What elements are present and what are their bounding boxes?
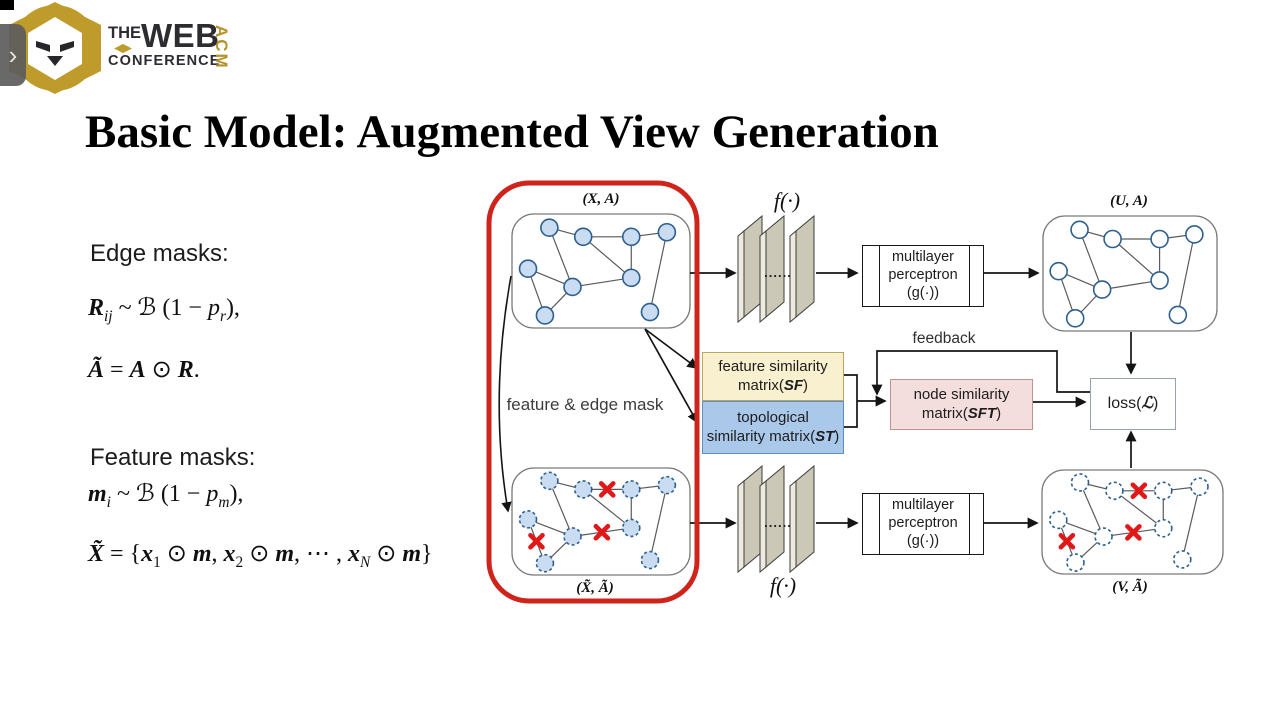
box-line: matrix(SFT) xyxy=(921,404,1002,422)
graph-input-original xyxy=(511,213,691,329)
masked-edge-x-icon xyxy=(528,532,545,550)
mask-curve-arrow xyxy=(498,275,512,513)
logo-acm: ACM xyxy=(212,25,231,70)
encoder-dots-top: ...... xyxy=(764,265,792,280)
graph-label-va: (V, Ã) xyxy=(1112,579,1148,595)
encoder-layers-icon xyxy=(737,464,815,574)
augmentation-highlight-box xyxy=(486,180,700,604)
mlp-line: perceptron xyxy=(888,515,958,532)
mlp-line: (g(·)) xyxy=(906,532,940,549)
feature-similarity-matrix-box: feature similarity matrix(SF) xyxy=(702,352,844,401)
lion-nose xyxy=(47,56,63,66)
logo-the: THE xyxy=(108,24,141,42)
graph-embedding-u xyxy=(1042,215,1218,332)
logo-diamond-icon xyxy=(114,44,132,53)
encoder-label-bottom: f(·) xyxy=(769,573,797,598)
box-line: matrix(SF) xyxy=(738,376,808,394)
graph-input-augmented xyxy=(511,467,691,576)
graph-embedding-v xyxy=(1041,469,1224,575)
feedback-line xyxy=(871,350,1090,396)
logo-web: WEB xyxy=(141,17,220,54)
video-chrome-corner xyxy=(0,0,14,10)
mlp-line: multilayer xyxy=(891,249,955,266)
lion-right-eye xyxy=(60,41,74,52)
masked-edge-x-icon xyxy=(598,481,616,498)
lion-left-eye xyxy=(36,41,50,52)
player-prev-overlay[interactable]: › xyxy=(0,24,26,86)
masked-edge-x-icon xyxy=(1130,482,1148,500)
encoder-dots-bottom: ...... xyxy=(764,515,792,530)
mask-label: feature & edge mask xyxy=(506,395,664,414)
edge-mask-formula-2: Ã = A ⊙ R. xyxy=(88,357,200,383)
topological-similarity-matrix-box: topological similarity matrix(ST) xyxy=(702,401,844,454)
conference-logo-icon xyxy=(9,2,101,94)
box-line: similarity matrix(ST) xyxy=(706,427,840,445)
masked-edge-x-icon xyxy=(593,523,611,541)
encoder-layers-icon xyxy=(737,214,815,324)
mlp-line: multilayer xyxy=(891,497,955,514)
logo-conference: CONFERENCE xyxy=(108,53,221,69)
chevron-right-icon: › xyxy=(8,39,18,70)
box-divider xyxy=(969,494,970,554)
graph-label-xta: (X̃, Ã) xyxy=(576,580,614,596)
feature-masks-heading: Feature masks: xyxy=(90,444,256,471)
edge-masks-heading: Edge masks: xyxy=(90,240,229,267)
masked-edge-x-icon xyxy=(1058,532,1076,550)
box-line: node similarity xyxy=(913,385,1010,403)
graph-label-ua: (U, A) xyxy=(1110,193,1148,209)
graph-label-xa: (X, A) xyxy=(582,191,620,207)
box-line: feature similarity xyxy=(718,357,828,375)
edge-mask-formula-1: Rij ~ ℬ (1 − pr), xyxy=(88,295,240,325)
mlp-box-top: multilayer perceptron (g(·)) xyxy=(862,245,984,307)
slide-title: Basic Model: Augmented View Generation xyxy=(85,106,939,158)
feedback-label: feedback xyxy=(912,330,976,347)
mlp-box-bottom: multilayer perceptron (g(·)) xyxy=(862,493,984,555)
node-similarity-matrix-box: node similarity matrix(SFT) xyxy=(890,379,1033,430)
masked-edge-x-icon xyxy=(1125,524,1142,541)
encoder-label-top: f(·) xyxy=(773,188,801,213)
box-divider xyxy=(879,246,880,306)
mlp-line: perceptron xyxy=(888,267,958,284)
loss-box: loss(ℒ ) xyxy=(1090,378,1176,430)
feature-mask-formula-2: X̃ = {x1 ⊙ m, x2 ⊙ m, ⋯ , xN ⊙ m} xyxy=(88,541,433,571)
mlp-line: (g(·)) xyxy=(906,284,940,301)
box-line: topological xyxy=(737,408,809,426)
box-divider xyxy=(879,494,880,554)
box-divider xyxy=(969,246,970,306)
feature-mask-formula-1: mi ~ ℬ (1 − pm), xyxy=(88,481,244,511)
